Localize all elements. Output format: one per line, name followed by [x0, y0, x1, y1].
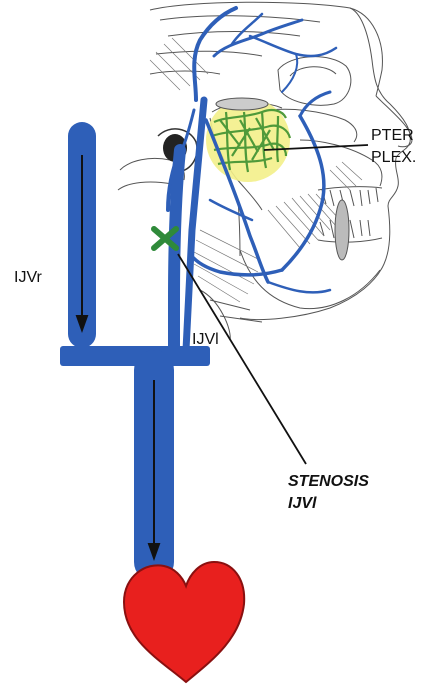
pter-plex-label-line2: PLEX.	[371, 149, 416, 166]
pter-plex-label-line1: PTER	[371, 127, 414, 144]
ijvl-label: IJVl	[192, 331, 219, 348]
pterygoid-muscle-side	[335, 200, 349, 260]
pterygoid-muscle-top	[216, 98, 268, 110]
brachiocephalic-bar	[60, 346, 210, 366]
ijvr-label: IJVr	[14, 269, 43, 286]
stenosis-label-line1: STENOSIS	[288, 473, 369, 490]
stenosis-label-line2: IJVl	[288, 495, 317, 512]
heart-shape	[124, 562, 244, 682]
ijvl-vein	[186, 100, 204, 350]
